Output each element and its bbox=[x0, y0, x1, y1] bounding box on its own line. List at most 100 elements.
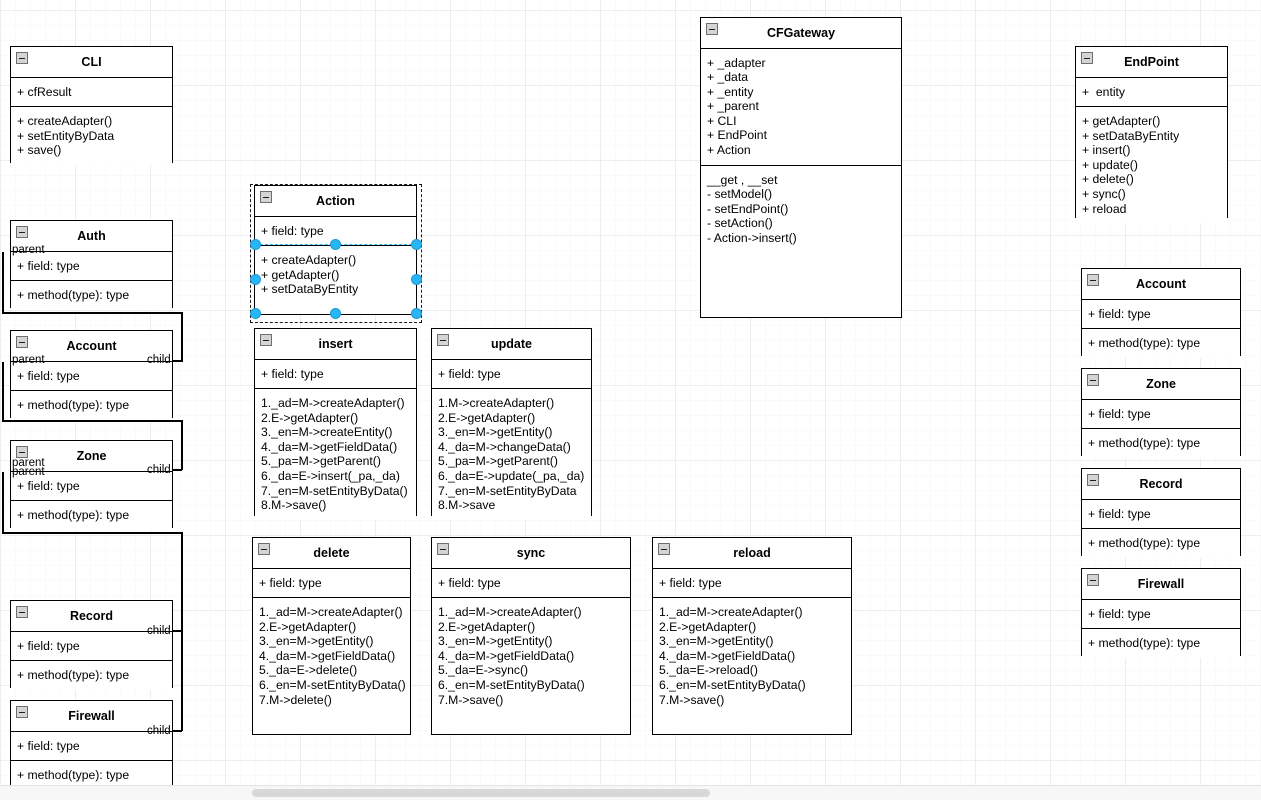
class-title-account-right: Account bbox=[1082, 269, 1240, 300]
attribute-row: + field: type bbox=[17, 258, 80, 273]
method-row: + getAdapter() bbox=[1082, 114, 1161, 129]
method-row: 3._en=M->createEntity() bbox=[261, 425, 393, 440]
uml-class-cli[interactable]: CLI+ cfResult+ createAdapter()+ setEntit… bbox=[10, 46, 173, 165]
uml-class-insert[interactable]: insert + field: type 1._ad=M->createAdapte… bbox=[254, 328, 417, 520]
class-title-endpoint: EndPoint bbox=[1076, 47, 1227, 78]
collapse-minus-icon[interactable] bbox=[658, 543, 670, 555]
class-methods-delete: 1._ad=M->createAdapter()2.E->getAdapter(… bbox=[253, 597, 410, 715]
class-methods-endpoint: + getAdapter()+ setDataByEntity+ insert(… bbox=[1076, 106, 1227, 224]
horizontal-scrollbar-track[interactable] bbox=[0, 785, 1261, 800]
association-label-record-child: child bbox=[147, 625, 171, 637]
resize-handle-top-right[interactable] bbox=[411, 239, 422, 250]
collapse-minus-icon[interactable] bbox=[260, 334, 272, 346]
association-label-account-parent: parent bbox=[12, 354, 45, 366]
method-row: 6._da=E->update(_pa,_da) bbox=[438, 469, 585, 484]
collapse-minus-icon[interactable] bbox=[16, 336, 28, 348]
attribute-row: + EndPoint bbox=[707, 128, 767, 143]
method-row: 3._en=M->getEntity() bbox=[659, 634, 774, 649]
association-line-zone-to-rest-v2 bbox=[181, 532, 183, 662]
uml-class-firewall-left[interactable]: Firewall+ field: type+ method(type): typ… bbox=[10, 700, 173, 790]
horizontal-scrollbar-thumb[interactable] bbox=[252, 789, 710, 797]
attribute-row: + field: type bbox=[1088, 606, 1151, 621]
resize-handle-top-left[interactable] bbox=[250, 239, 261, 250]
class-name-label: Record bbox=[1139, 477, 1183, 491]
collapse-minus-icon[interactable] bbox=[16, 446, 28, 458]
method-row: 1._ad=M->createAdapter() bbox=[259, 605, 403, 620]
class-title-delete: delete bbox=[253, 538, 410, 569]
collapse-minus-icon[interactable] bbox=[260, 191, 272, 203]
class-attributes-delete: + field: type bbox=[253, 568, 410, 598]
resize-handle-middle-left[interactable] bbox=[250, 274, 261, 285]
class-attributes-insert: + field: type bbox=[255, 359, 416, 389]
uml-class-action[interactable]: Action+ field: type+ createAdapter()+ ge… bbox=[254, 185, 417, 315]
uml-class-firewall-right[interactable]: Firewall+ field: type+ method(type): typ… bbox=[1081, 568, 1241, 658]
class-attributes-zone-left: + field: type bbox=[11, 471, 172, 501]
attribute-row: + field: type bbox=[17, 478, 80, 493]
attribute-row: + cfResult bbox=[17, 84, 72, 99]
class-methods-record-left: + method(type): type bbox=[11, 660, 172, 690]
class-methods-zone-left: + method(type): type bbox=[11, 500, 172, 530]
class-name-label: insert bbox=[318, 337, 353, 351]
collapse-minus-icon[interactable] bbox=[1087, 374, 1099, 386]
method-row: 1._ad=M->createAdapter() bbox=[659, 605, 803, 620]
method-row: 5._da=E->sync() bbox=[438, 663, 529, 678]
uml-class-cfgateway[interactable]: CFGateway+ _adapter+ _data+ _entity+ _pa… bbox=[700, 17, 902, 318]
attribute-row: + CLI bbox=[707, 113, 737, 128]
method-row: + save() bbox=[17, 143, 62, 158]
collapse-minus-icon[interactable] bbox=[437, 543, 449, 555]
collapse-minus-icon[interactable] bbox=[1087, 574, 1099, 586]
collapse-minus-icon[interactable] bbox=[1081, 52, 1093, 64]
collapse-minus-icon[interactable] bbox=[16, 706, 28, 718]
method-row: 7._en=M-setEntityByData bbox=[438, 483, 577, 498]
uml-class-auth[interactable]: Auth+ field: type+ method(type): type bbox=[10, 220, 173, 310]
method-row: 4._da=M->getFieldData() bbox=[438, 648, 575, 663]
resize-handle-middle-right[interactable] bbox=[411, 274, 422, 285]
resize-handle-bottom-left[interactable] bbox=[250, 308, 261, 319]
method-row: - setModel() bbox=[707, 187, 773, 202]
association-line-firewall-tail-v bbox=[181, 655, 183, 731]
attribute-row: + field: type bbox=[438, 366, 501, 381]
collapse-minus-icon[interactable] bbox=[1087, 274, 1099, 286]
uml-class-record-left[interactable]: Record+ field: type+ method(type): type bbox=[10, 600, 173, 690]
collapse-minus-icon[interactable] bbox=[258, 543, 270, 555]
uml-class-account-right[interactable]: Account+ field: type+ method(type): type bbox=[1081, 268, 1241, 358]
method-row: + createAdapter() bbox=[261, 253, 357, 268]
attribute-row: + field: type bbox=[1088, 506, 1151, 521]
resize-handle-bottom-middle[interactable] bbox=[330, 308, 341, 319]
class-title-cfgateway: CFGateway bbox=[701, 18, 901, 49]
class-name-label: Action bbox=[316, 194, 355, 208]
method-row: 1._ad=M->createAdapter() bbox=[261, 396, 405, 411]
collapse-minus-icon[interactable] bbox=[706, 23, 718, 35]
uml-class-zone-right[interactable]: Zone+ field: type+ method(type): type bbox=[1081, 368, 1241, 458]
method-row: + delete() bbox=[1082, 172, 1134, 187]
class-methods-record-right: + method(type): type bbox=[1082, 528, 1240, 558]
collapse-minus-icon[interactable] bbox=[16, 606, 28, 618]
resize-handle-bottom-right[interactable] bbox=[411, 308, 422, 319]
uml-class-zone-left[interactable]: Zone+ field: type+ method(type): type bbox=[10, 440, 173, 530]
method-row: 8.M->save bbox=[438, 498, 496, 513]
method-row: + sync() bbox=[1082, 187, 1126, 202]
class-title-account-left: Account bbox=[11, 331, 172, 362]
class-methods-account-left: + method(type): type bbox=[11, 390, 172, 420]
method-row: + method(type): type bbox=[17, 668, 130, 683]
class-methods-reload: 1._ad=M->createAdapter()2.E->getAdapter(… bbox=[653, 597, 851, 715]
collapse-minus-icon[interactable] bbox=[16, 226, 28, 238]
uml-class-endpoint[interactable]: EndPoint+ entity+ getAdapter()+ setDataB… bbox=[1075, 46, 1228, 224]
collapse-minus-icon[interactable] bbox=[16, 52, 28, 64]
collapse-minus-icon[interactable] bbox=[437, 334, 449, 346]
association-line-firewall-child-h bbox=[173, 730, 182, 732]
resize-handle-top-middle[interactable] bbox=[330, 239, 341, 250]
attribute-row: + field: type bbox=[261, 366, 324, 381]
method-row: + setDataByEntity bbox=[261, 282, 359, 297]
method-row: - setAction() bbox=[707, 216, 773, 231]
uml-class-record-right[interactable]: Record + field: type + method(type): type bbox=[1081, 468, 1241, 558]
collapse-minus-icon[interactable] bbox=[1087, 474, 1099, 486]
method-row: 3._en=M->getEntity() bbox=[438, 425, 553, 440]
uml-class-account-left[interactable]: Account+ field: type+ method(type): type bbox=[10, 330, 173, 420]
association-label-auth-parent: parent bbox=[12, 244, 45, 256]
